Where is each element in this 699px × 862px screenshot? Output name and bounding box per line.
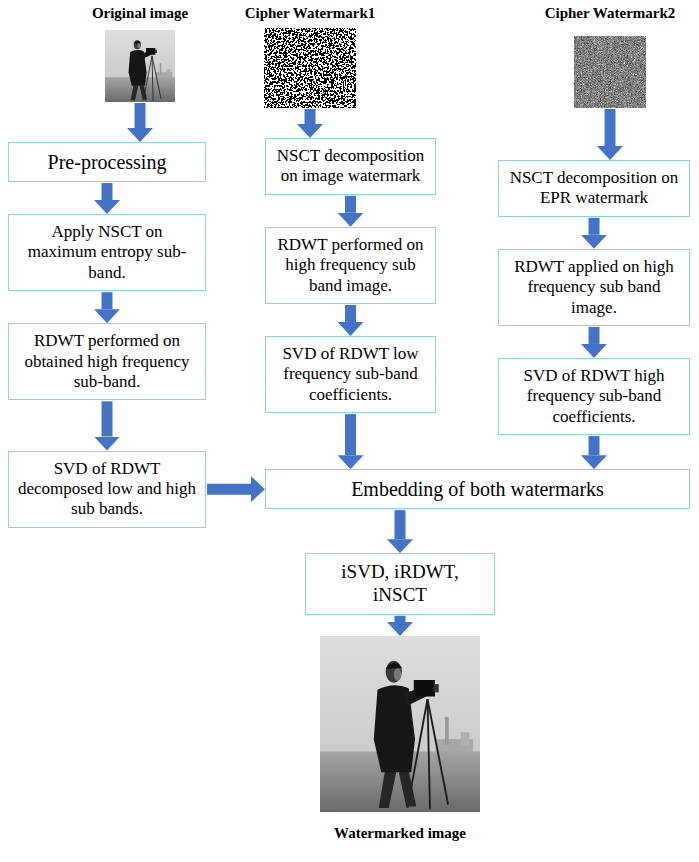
image-panel: Original image <box>60 4 220 102</box>
image-panel: Watermarked image <box>300 636 500 842</box>
image-panel: Cipher Watermark1 <box>230 4 390 108</box>
flow-arrow <box>395 510 406 539</box>
flow-arrow <box>345 196 356 213</box>
flow-arrow <box>305 109 316 124</box>
box-label: Pre-processing <box>18 150 196 174</box>
process-box: SVD of RDWT decomposed low and high sub … <box>8 451 206 528</box>
flow-arrow <box>102 183 113 200</box>
box-label: iSVD, iRDWT, iNSCT <box>315 561 485 607</box>
flow-arrow <box>589 327 600 344</box>
box-label: SVD of RDWT low frequency sub-band coeff… <box>275 344 426 405</box>
image-panel: Cipher Watermark2 <box>530 4 690 108</box>
process-box: NSCT decomposition on image watermark <box>265 138 436 195</box>
original-photo <box>105 30 175 102</box>
watermarked-photo <box>320 636 480 812</box>
flow-arrow <box>345 305 356 322</box>
flow-arrow <box>102 292 113 309</box>
flow-arrow <box>395 616 406 622</box>
box-label: RDWT applied on high frequency sub band … <box>508 257 680 318</box>
flow-arrow <box>345 414 356 455</box>
image-caption: Cipher Watermark2 <box>530 4 690 22</box>
flow-arrow <box>589 218 600 235</box>
image-caption: Cipher Watermark1 <box>230 4 390 22</box>
box-label: Apply NSCT on maximum entropy sub-band. <box>18 222 196 283</box>
flow-arrow <box>589 436 600 455</box>
box-label: SVD of RDWT decomposed low and high sub … <box>18 459 196 520</box>
cipher-noise-image <box>264 28 356 108</box>
image-caption: Watermarked image <box>300 824 500 842</box>
image-caption: Original image <box>60 4 220 22</box>
box-label: RDWT performed on obtained high frequenc… <box>18 331 196 392</box>
process-box: iSVD, iRDWT, iNSCT <box>305 553 495 615</box>
box-label: NSCT decomposition on EPR watermark <box>508 168 680 209</box>
box-label: RDWT performed on high frequency sub ban… <box>275 235 426 296</box>
flow-arrow <box>135 103 146 128</box>
box-label: SVD of RDWT high frequency sub-band coef… <box>508 366 680 427</box>
process-box: SVD of RDWT high frequency sub-band coef… <box>498 358 690 435</box>
process-box: RDWT performed on high frequency sub ban… <box>265 227 436 304</box>
box-label: NSCT decomposition on image watermark <box>275 146 426 187</box>
process-box: NSCT decomposition on EPR watermark <box>498 160 690 217</box>
process-box: RDWT applied on high frequency sub band … <box>498 249 690 326</box>
cipher-noise-image <box>574 36 646 108</box>
flow-arrow <box>605 109 616 146</box>
box-label: Embedding of both watermarks <box>275 477 680 501</box>
process-box: RDWT performed on obtained high frequenc… <box>8 323 206 400</box>
flow-arrow <box>207 484 251 495</box>
process-box: SVD of RDWT low frequency sub-band coeff… <box>265 336 436 413</box>
process-box: Embedding of both watermarks <box>265 469 690 509</box>
process-box: Pre-processing <box>8 142 206 182</box>
process-box: Apply NSCT on maximum entropy sub-band. <box>8 214 206 291</box>
flow-arrow <box>102 401 113 436</box>
